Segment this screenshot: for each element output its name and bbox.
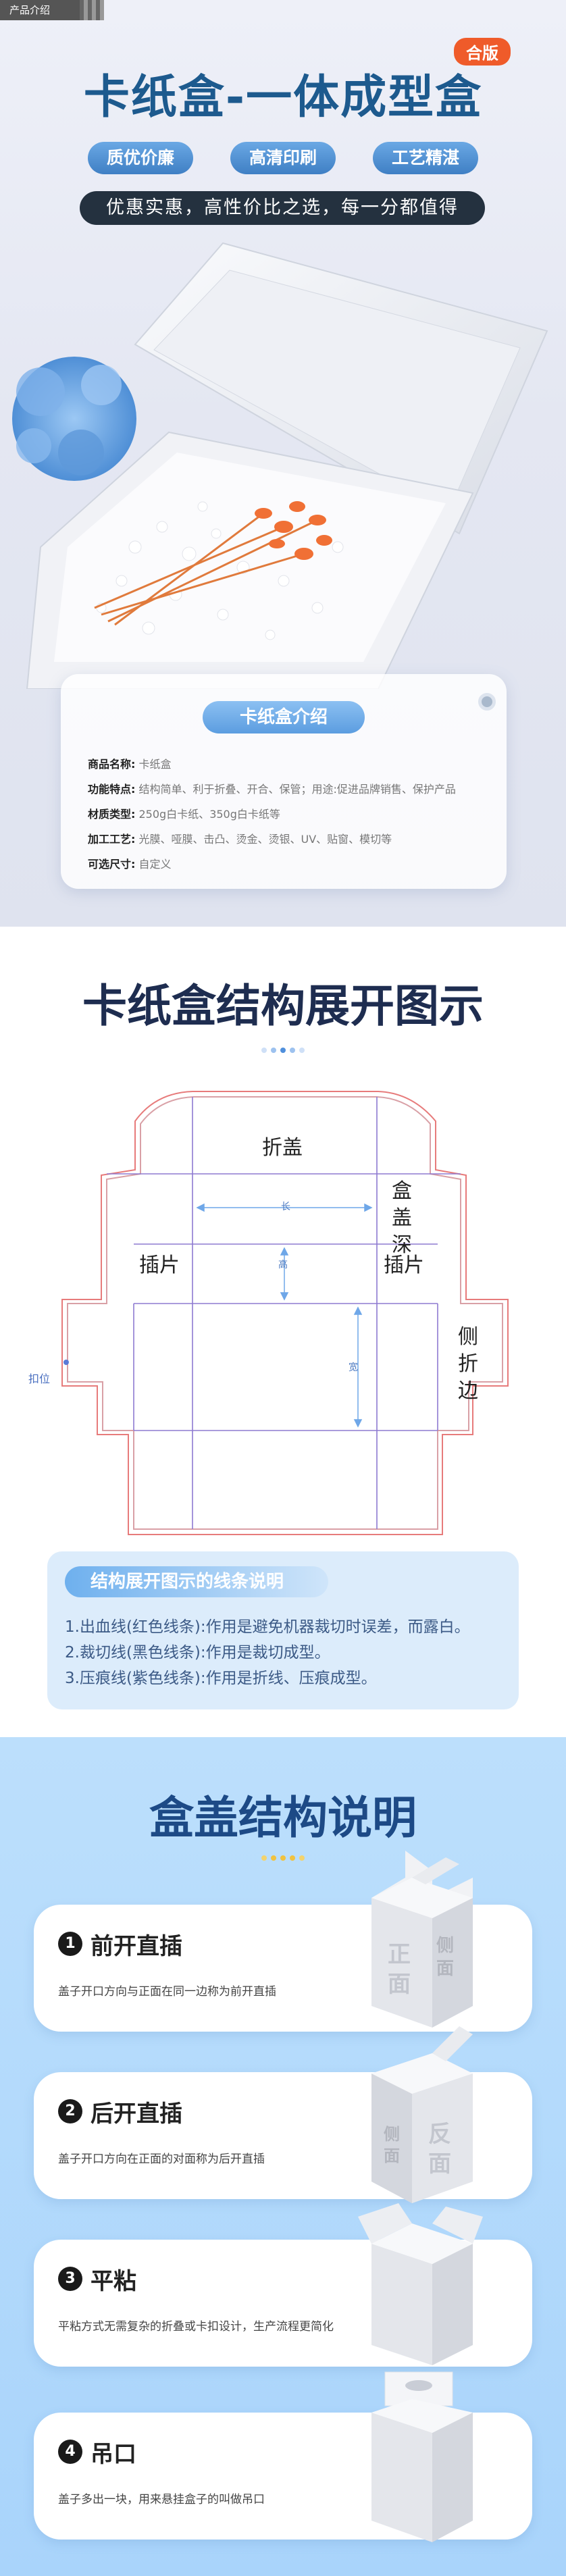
- intro-row: 加工工艺: 光膜、哑膜、击凸、烫金、烫银、UV、贴窗、模切等: [88, 833, 392, 846]
- box-side-label: 侧面: [384, 2125, 400, 2165]
- dieline-label-lid: 折盖: [262, 1136, 303, 1160]
- lid-card-desc: 盖子开口方向与正面在同一边称为前开直插: [58, 1985, 276, 1999]
- lid-number: 4: [58, 2440, 82, 2464]
- lid-card-desc: 盖子开口方向在正面的对面称为后开直插: [58, 2153, 265, 2166]
- structure-section: 卡纸盒结构展开图示: [0, 927, 566, 1737]
- dimension-length: 长: [281, 1202, 290, 1212]
- badge-hebao: 合版: [454, 38, 511, 66]
- slogan-bar: 优惠实惠，高性价比之选，每一分都值得: [80, 191, 485, 225]
- dieline-label-insert-left: 插片: [139, 1254, 180, 1277]
- box-face-label: 正面: [388, 1941, 411, 1998]
- box-face-label: 反面: [428, 2121, 451, 2178]
- feature-pill-2: 高清印刷: [230, 142, 336, 174]
- lid-card-title: 前开直插: [91, 1933, 182, 1960]
- lid-card-title: 吊口: [91, 2441, 136, 2468]
- box-hang-tab-illustration: [371, 2371, 473, 2542]
- pixel-decoration: [80, 0, 104, 20]
- legend-row-crease: 3.压痕线(紫色线条):作用是折线、压痕成型。: [65, 1670, 377, 1687]
- legend-row-cut: 2.裁切线(黑色线条):作用是裁切成型。: [65, 1644, 330, 1661]
- dimension-height: 高: [278, 1260, 288, 1270]
- intro-heading: 卡纸盒介绍: [203, 701, 365, 733]
- lid-number: 1: [58, 1932, 82, 1956]
- lid-section: 盒盖结构说明 1 前开直插 盖子开口方向与正面在同一边称为前开直插 2 后开直插…: [0, 1737, 566, 2576]
- legend-row-bleed: 1.出血线(红色线条):作用是避免机器裁切时误差，而露白。: [65, 1618, 470, 1636]
- dimension-width: 宽: [349, 1362, 358, 1373]
- lid-number: 2: [58, 2099, 82, 2123]
- feature-pill-3: 工艺精湛: [373, 142, 478, 174]
- title-dots: [0, 1043, 566, 1056]
- dieline-label-insert-right: 插片: [384, 1254, 424, 1277]
- intro-row: 材质类型: 250g白卡纸、350g白卡纸等: [88, 808, 280, 821]
- intro-row: 可选尺寸: 自定义: [88, 858, 172, 871]
- legend-card: 结构展开图示的线条说明 1.出血线(红色线条):作用是避免机器裁切时误差，而露白…: [47, 1551, 519, 1709]
- lid-title: 盒盖结构说明: [149, 1792, 417, 1844]
- intro-card: 卡纸盒介绍 商品名称: 卡纸盒 功能特点: 结构简单、利于折叠、开合、保管；用途…: [61, 674, 507, 889]
- dieline-diagram: [61, 1091, 509, 1535]
- legend-heading: 结构展开图示的线条说明: [65, 1566, 328, 1597]
- lid-card-title: 平粘: [91, 2268, 136, 2295]
- structure-title: 卡纸盒结构展开图示: [82, 980, 484, 1032]
- lid-number: 3: [58, 2267, 82, 2291]
- box-back-tuck-illustration: [371, 2026, 473, 2203]
- dieline-label-side: 侧折边: [458, 1325, 478, 1403]
- box-flat-glue-illustration: [358, 2203, 483, 2365]
- box-side-label: 侧面: [436, 1936, 455, 1979]
- title-dots: [0, 1851, 566, 1863]
- intro-row: 功能特点: 结构简单、利于折叠、开合、保管；用途:促进品牌销售、保护产品: [88, 783, 456, 796]
- card-pin-icon: [478, 693, 496, 711]
- lid-card-desc: 盖子多出一块，用来悬挂盒子的叫做吊口: [58, 2493, 265, 2506]
- lid-card-title: 后开直插: [91, 2101, 182, 2128]
- feature-pill-1: 质优价廉: [88, 142, 193, 174]
- lid-card-desc: 平粘方式无需复杂的折叠或卡扣设计，生产流程更简化: [58, 2320, 334, 2334]
- flower-decoration: [12, 357, 136, 481]
- dieline-label-depth: 盒盖深: [392, 1179, 412, 1257]
- intro-row: 商品名称: 卡纸盒: [88, 758, 172, 771]
- hero-section: 产品介绍 卡纸盒-一体成型盒 合版 质优价廉 高清印刷 工艺精湛 优惠实惠，高性…: [0, 0, 566, 927]
- box-front-tuck-illustration: [371, 1851, 473, 2028]
- section-tab: 产品介绍: [0, 0, 80, 20]
- product-photo: [12, 242, 548, 689]
- dieline-label-tab: 扣位: [28, 1372, 51, 1385]
- hero-title: 卡纸盒-一体成型盒: [83, 71, 483, 124]
